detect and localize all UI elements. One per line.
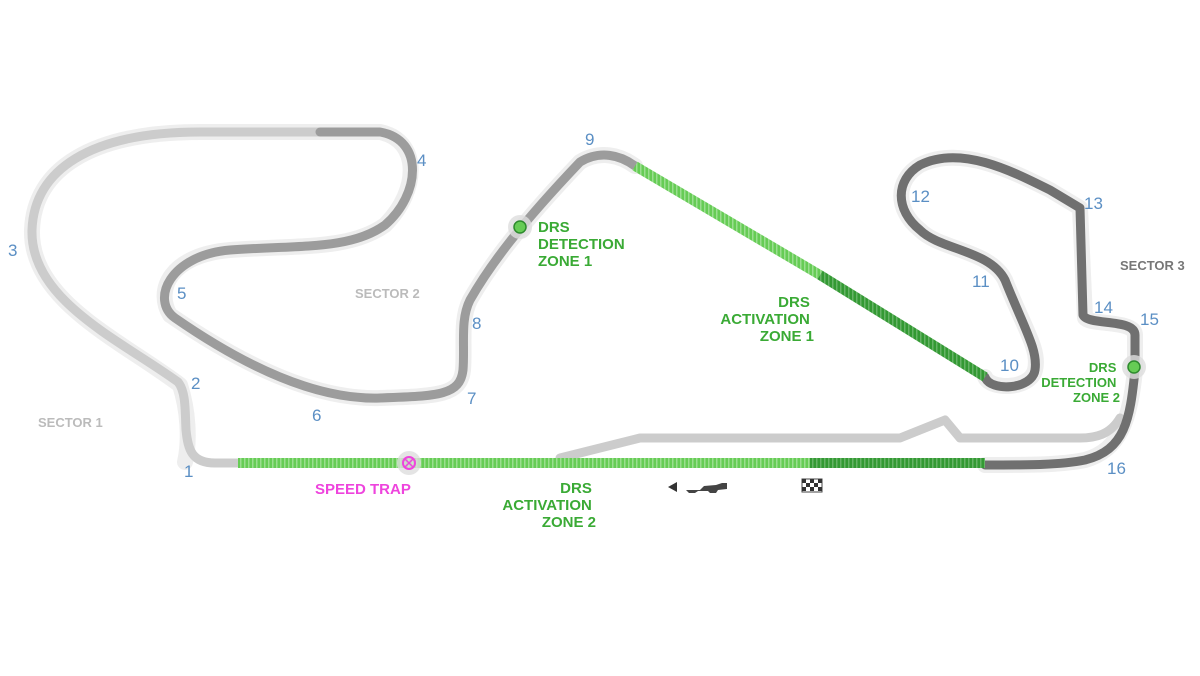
turn-number: 4 <box>417 151 426 170</box>
turn-number: 16 <box>1107 459 1126 478</box>
sector-3-label: SECTOR 3 <box>1120 258 1185 273</box>
turn-number: 9 <box>585 130 594 149</box>
turn-number: 14 <box>1094 298 1113 317</box>
turn-number: 5 <box>177 284 186 303</box>
sector-1-label: SECTOR 1 <box>38 415 103 430</box>
drs-activation-zone-2-label: DRS ACTIVATION ZONE 2 <box>502 480 596 531</box>
turn-number: 3 <box>8 241 17 260</box>
turn-number: 11 <box>972 272 990 291</box>
track-sector-3 <box>896 153 1140 470</box>
track-sector-2 <box>160 127 640 403</box>
turn-numbers: 1 2 3 4 5 6 7 8 9 10 11 12 13 14 15 16 <box>8 130 1159 481</box>
turn-number: 7 <box>467 389 476 408</box>
drs-activation-zone-1-track <box>632 161 988 382</box>
turn-number: 12 <box>911 187 930 206</box>
turn-number: 10 <box>1000 356 1019 375</box>
turn-number: 13 <box>1084 194 1103 213</box>
turn-number: 6 <box>312 406 321 425</box>
drs-detection-zone-1-label: DRS DETECTION ZONE 1 <box>538 219 629 270</box>
checkered-flag-icon <box>801 478 823 493</box>
turn-number: 2 <box>191 374 200 393</box>
drs-detection-zone-2-label: DRS DETECTION ZONE 2 <box>1041 360 1120 405</box>
track-halo <box>23 124 1143 473</box>
drs-detection-point-2 <box>1122 355 1146 379</box>
turn-number: 8 <box>472 314 481 333</box>
car-icon <box>686 483 727 493</box>
direction-arrow-icon <box>668 482 677 492</box>
drs-detection-point-1 <box>508 215 532 239</box>
turn-number: 1 <box>184 462 193 481</box>
turn-number: 15 <box>1140 310 1159 329</box>
sector-2-label: SECTOR 2 <box>355 286 420 301</box>
drs-activation-zone-1-label: DRS ACTIVATION ZONE 1 <box>720 294 814 345</box>
speed-trap-label: SPEED TRAP <box>315 481 411 498</box>
track-sector-1 <box>27 127 1125 468</box>
speed-trap-marker <box>397 451 421 475</box>
